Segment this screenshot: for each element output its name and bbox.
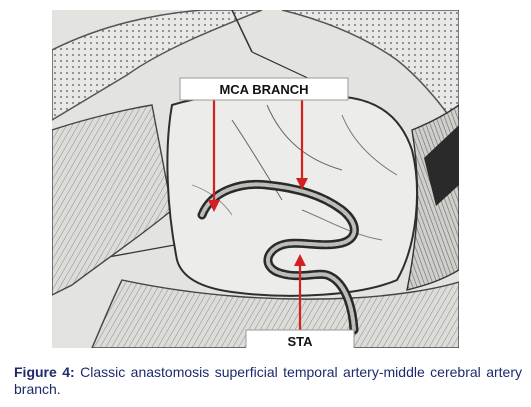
anatomical-figure: MCA BRANCH STA [52, 10, 459, 348]
caption-text: Classic anastomosis superficial temporal… [14, 364, 522, 397]
anastomosis-illustration: MCA BRANCH STA [52, 10, 459, 348]
label-box-mca [179, 77, 349, 101]
brain-sulcus-4 [301, 209, 383, 241]
label-mca-branch: MCA BRANCH [219, 82, 308, 97]
sta-vessel-inner [200, 182, 357, 332]
retractor-top [231, 10, 253, 53]
brain-sulcus-3 [341, 114, 398, 176]
craniotomy-window [166, 90, 418, 297]
retractor-top-2 [251, 51, 313, 81]
scalp-flap-top [52, 10, 263, 121]
arrowhead-sta [294, 254, 306, 266]
figure-caption: Figure 4: Classic anastomosis superficia… [14, 364, 522, 398]
brain-sulcus-2 [266, 104, 343, 171]
arrowhead-mca-left [208, 200, 220, 212]
label-box-sta [245, 329, 355, 348]
retractor-right [424, 125, 459, 206]
arrowhead-mca-right [296, 178, 308, 190]
caption-label: Figure 4: [14, 364, 75, 380]
label-sta: STA [287, 334, 313, 348]
tissue-bottom [91, 279, 459, 348]
brain-sulcus-1 [231, 119, 283, 201]
